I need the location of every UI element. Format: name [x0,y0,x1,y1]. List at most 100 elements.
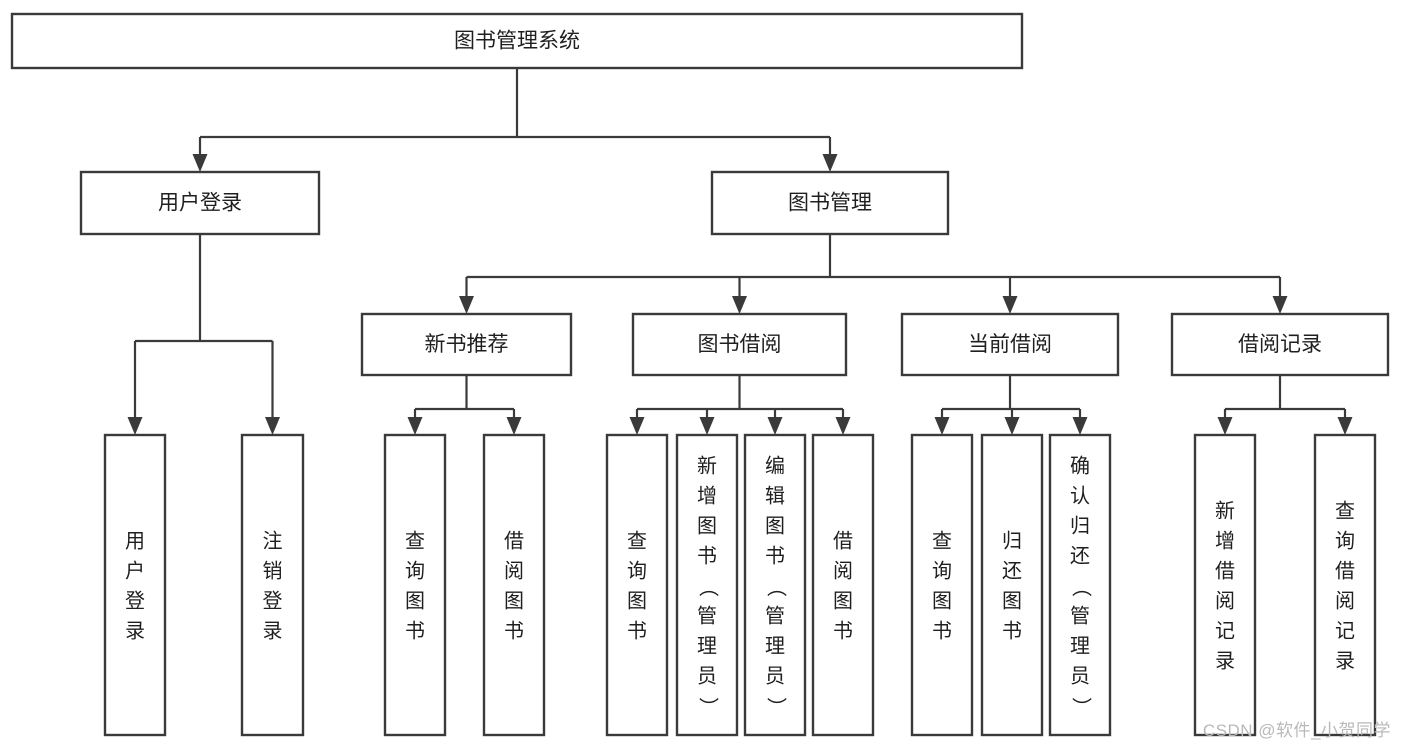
node-label-char: 户 [125,559,145,582]
node-box [910,433,974,737]
node-label-char: 图 [833,590,853,612]
node-box [482,433,546,737]
node-l-bb-borrow[interactable]: 借阅图书借阅图书 [811,433,875,737]
node-label-char: 书 [697,544,717,567]
node-box [710,170,950,236]
node-n-new-book[interactable]: 新书推荐 [360,312,573,377]
node-l-cb-query[interactable]: 查询图书查询图书 [910,433,974,737]
node-label-char: 管 [765,604,785,627]
node-label-char: 辑 [765,484,785,507]
node-label-char: 录 [263,620,283,642]
node-label-char: 阅 [1215,589,1235,612]
node-label-char: 图 [765,515,785,537]
node-label-char: 阅 [833,559,853,582]
node-n-record[interactable]: 借阅记录 [1170,312,1390,377]
node-label-char: 借 [504,529,524,552]
node-label-char: 注 [263,529,283,552]
node-label-char: 销 [263,559,283,582]
node-label-char: 阅 [1335,589,1355,612]
node-label-char: 归 [1070,514,1090,537]
node-label-char: ） [1070,697,1093,717]
node-l-nb-query[interactable]: 查询图书查询图书 [383,433,447,737]
node-n-book-mgmt[interactable]: 图书管理 [710,170,950,236]
node-label-char: 员 [1070,665,1090,687]
node-label-char: 书 [504,619,524,642]
node-label-char: 借 [833,529,853,552]
node-label-char: 记 [1335,619,1355,642]
node-label-char: 书 [627,619,647,642]
node-l-rec-query[interactable]: 查询借阅记录查询借阅记录 [1313,433,1377,737]
node-label-char: 图 [405,590,425,612]
node-n-borrow[interactable]: 图书借阅 [631,312,848,377]
node-label-char: 查 [405,529,425,552]
node-layer: 图书管理系统用户登录图书管理新书推荐图书借阅当前借阅借阅记录用户登录用户登录注销… [10,12,1390,737]
node-label-char: 书 [405,619,425,642]
node-n-current[interactable]: 当前借阅 [900,312,1120,377]
node-label: 借阅记录 [1238,333,1322,356]
node-label-char: 借 [1335,559,1355,582]
node-label-char: ） [697,697,720,717]
node-label-char: 阅 [504,559,524,582]
node-label-char: 确 [1070,454,1090,477]
node-box [1048,433,1112,737]
node-box [360,312,573,377]
node-label-char: 录 [1335,650,1355,672]
node-label-char: 查 [627,529,647,552]
node-label-char: （ [765,577,788,597]
node-box [1193,433,1257,737]
node-box [605,433,669,737]
node-label-char: 询 [405,559,425,582]
node-label-char: 理 [1070,635,1090,657]
node-label-char: 员 [765,665,785,687]
node-box [675,433,739,737]
node-l-rec-add[interactable]: 新增借阅记录新增借阅记录 [1193,433,1257,737]
node-box [743,433,807,737]
node-label-char: 理 [697,635,717,657]
node-label-char: 认 [1070,484,1090,507]
node-root[interactable]: 图书管理系统 [10,12,1024,70]
node-label-char: 登 [125,589,145,612]
node-label: 图书管理系统 [454,30,580,53]
node-l-bb-query[interactable]: 查询图书查询图书 [605,433,669,737]
node-l-cb-return[interactable]: 归还图书归还图书 [980,433,1044,737]
node-l-nb-borrow[interactable]: 借阅图书借阅图书 [482,433,546,737]
node-label-char: 询 [932,559,952,582]
node-n-user-login[interactable]: 用户登录 [79,170,321,236]
node-label-char: 增 [697,484,717,507]
node-l-user-login[interactable]: 用户登录用户登录 [103,433,167,737]
node-label-char: 询 [1335,529,1355,552]
node-l-user-logout[interactable]: 注销登录注销登录 [240,433,305,737]
node-label-char: 图 [1002,590,1022,612]
node-label-char: 书 [1002,619,1022,642]
node-label-char: 归 [1002,529,1022,552]
node-box [240,433,305,737]
node-box [1170,312,1390,377]
connector-layer [127,68,1353,435]
node-label-char: 书 [765,544,785,567]
node-box [811,433,875,737]
node-label-char: 录 [1215,650,1235,672]
node-label-char: 管 [1070,604,1090,627]
node-label-char: 记 [1215,619,1235,642]
node-label-char: 借 [1215,559,1235,582]
node-label-char: 录 [125,620,145,642]
node-label-char: 图 [627,590,647,612]
node-box [103,433,167,737]
node-box [980,433,1044,737]
node-label-char: 还 [1070,544,1090,567]
node-box [1313,433,1377,737]
node-label-char: 用 [125,530,145,552]
node-label: 图书管理 [788,192,872,215]
node-label-char: （ [1070,577,1093,597]
node-label-char: 新 [697,454,717,477]
node-label-char: 图 [932,590,952,612]
node-box [10,12,1024,70]
node-label-char: 图 [504,590,524,612]
node-label-char: 员 [697,665,717,687]
node-box [383,433,447,737]
watermark-text: CSDN @软件_小贺同学 [1202,721,1391,740]
